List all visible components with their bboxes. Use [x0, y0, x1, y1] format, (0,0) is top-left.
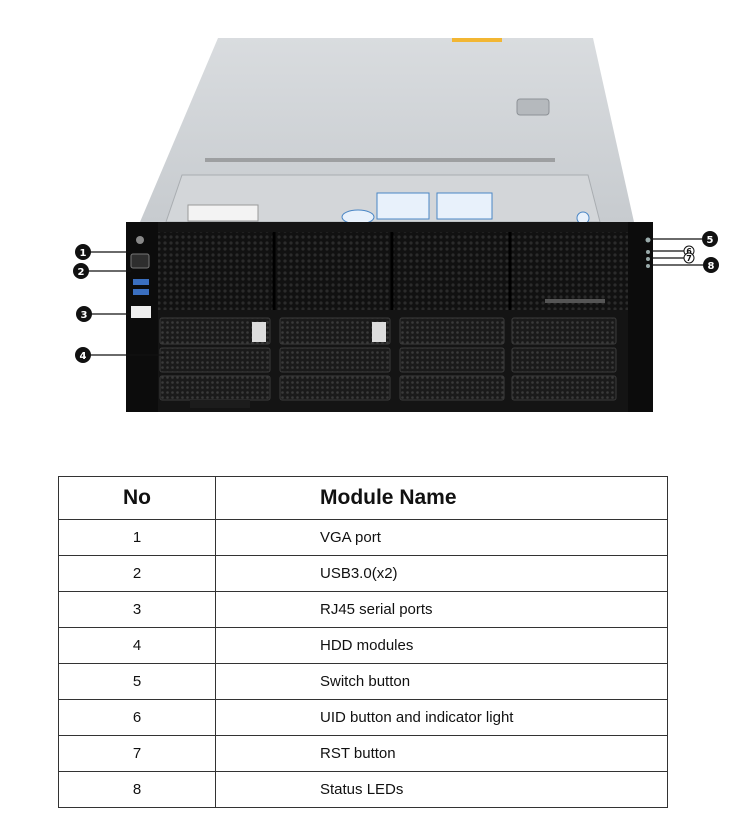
- callout-8: 8: [703, 257, 719, 273]
- header-no: No: [58, 476, 216, 520]
- callout-5: 5: [702, 231, 718, 247]
- row-no: 1: [58, 519, 216, 556]
- row-module-name: VGA port: [215, 519, 668, 556]
- row-module-name: USB3.0(x2): [215, 555, 668, 592]
- row-no: 4: [58, 627, 216, 664]
- table-row: 6 UID button and indicator light: [58, 699, 668, 736]
- svg-text:1: 1: [80, 248, 87, 259]
- svg-text:4: 4: [80, 351, 87, 362]
- callout-2: 2: [73, 263, 89, 279]
- row-no: 2: [58, 555, 216, 592]
- table-row: 2 USB3.0(x2): [58, 555, 668, 592]
- row-no: 7: [58, 735, 216, 772]
- row-no: 8: [58, 771, 216, 808]
- hdd-bays: [159, 317, 617, 401]
- header-module-name: Module Name: [215, 476, 668, 520]
- svg-text:6: 6: [686, 247, 692, 256]
- server-photo: 1 2 3 4 5 6 7 8: [73, 38, 719, 412]
- svg-text:3: 3: [81, 310, 88, 321]
- table-row: 5 Switch button: [58, 663, 668, 700]
- callout-7: 7: [683, 252, 695, 264]
- table-row: 7 RST button: [58, 735, 668, 772]
- table-row: 1 VGA port: [58, 519, 668, 556]
- table-row: 4 HDD modules: [58, 627, 668, 664]
- row-module-name: UID button and indicator light: [215, 699, 668, 736]
- callout-1: 1: [75, 244, 91, 260]
- row-no: 3: [58, 591, 216, 628]
- table-row: 8 Status LEDs: [58, 771, 668, 808]
- module-table: No Module Name 1 VGA port 2 USB3.0(x2) 3…: [58, 476, 668, 808]
- row-module-name: RJ45 serial ports: [215, 591, 668, 628]
- svg-text:7: 7: [686, 254, 692, 263]
- svg-text:5: 5: [707, 235, 714, 246]
- svg-text:8: 8: [708, 261, 715, 272]
- callout-4: 4: [75, 347, 91, 363]
- row-no: 6: [58, 699, 216, 736]
- row-module-name: HDD modules: [215, 627, 668, 664]
- row-module-name: Switch button: [215, 663, 668, 700]
- front-panel: [126, 222, 653, 412]
- row-module-name: RST button: [215, 735, 668, 772]
- table-row: 3 RJ45 serial ports: [58, 591, 668, 628]
- callout-3: 3: [76, 306, 92, 322]
- chassis-lid: [140, 38, 634, 225]
- table-header-row: No Module Name: [58, 476, 668, 520]
- svg-text:2: 2: [78, 267, 85, 278]
- row-no: 5: [58, 663, 216, 700]
- row-module-name: Status LEDs: [215, 771, 668, 808]
